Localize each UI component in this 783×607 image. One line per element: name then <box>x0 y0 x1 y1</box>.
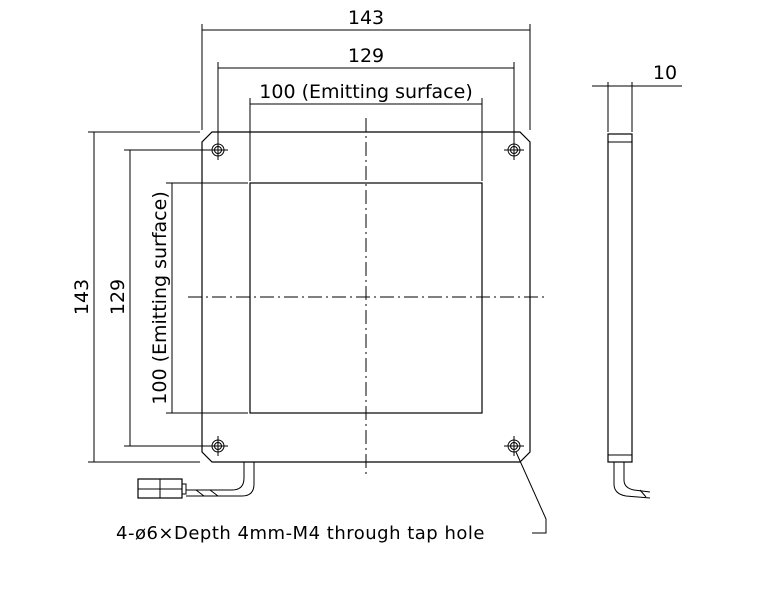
cable <box>186 462 255 497</box>
dimension-thickness: 10 <box>592 62 682 132</box>
mounting-hole-bottom-right <box>504 436 524 456</box>
hole-spec-note: 4-ø6×Depth 4mm-M4 through tap hole <box>116 523 485 544</box>
dimension-emitting-height: 100 (Emitting surface) <box>149 182 248 414</box>
hole-note-leader <box>515 451 547 534</box>
connector <box>137 478 187 499</box>
side-cable <box>613 462 651 499</box>
dim-hole-spacing-height-label: 129 <box>107 279 129 315</box>
dimension-hole-spacing-width: 129 <box>217 45 515 140</box>
dim-overall-width-label: 143 <box>348 7 384 29</box>
dimension-emitting-width: 100 (Emitting surface) <box>249 81 483 181</box>
dim-emitting-width-label: 100 (Emitting surface) <box>259 81 472 103</box>
front-view: 143 129 100 (Emitting surface) 143 129 <box>71 7 547 544</box>
dim-overall-height-label: 143 <box>71 279 93 315</box>
dim-hole-spacing-width-label: 129 <box>348 45 384 67</box>
mounting-hole-top-right <box>504 140 524 160</box>
dim-emitting-height-label: 100 (Emitting surface) <box>149 191 171 404</box>
side-profile <box>607 133 633 463</box>
mounting-hole-bottom-left <box>208 436 228 456</box>
dimension-overall-width: 143 <box>201 7 531 130</box>
side-view: 10 <box>592 62 682 499</box>
mounting-hole-top-left <box>208 140 228 160</box>
dimension-hole-spacing-height: 129 <box>107 149 210 447</box>
dimension-overall-height: 143 <box>71 131 200 463</box>
dim-thickness-label: 10 <box>653 62 677 84</box>
